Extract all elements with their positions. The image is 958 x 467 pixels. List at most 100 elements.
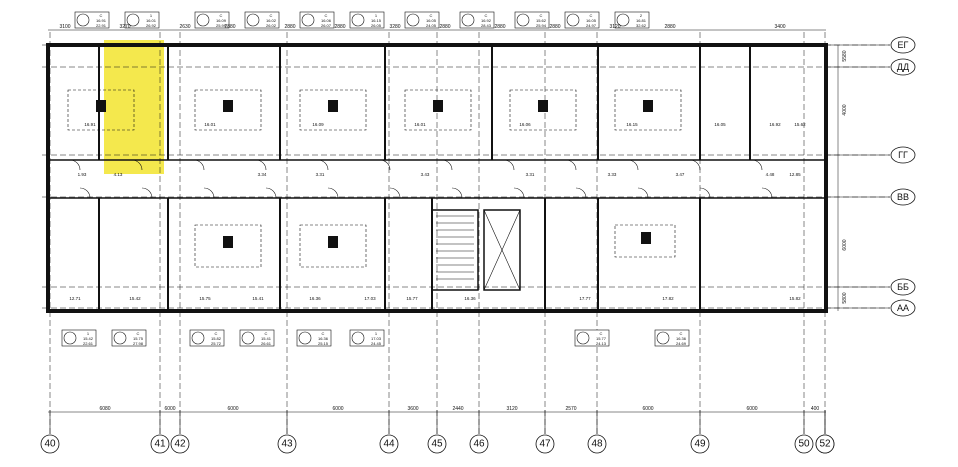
door-swing <box>317 159 329 171</box>
walls <box>46 43 828 313</box>
door-swing <box>503 159 515 171</box>
apartment-tag-text: 16.15 <box>371 18 382 23</box>
apartment-tag-circle <box>63 331 77 345</box>
apartment-tag-text: C <box>430 13 433 18</box>
apartment-tag-circle <box>76 13 90 27</box>
apartment-tag-text: 32.62 <box>636 23 647 28</box>
axis-label: 49 <box>694 439 706 450</box>
apartment-tag <box>349 329 385 347</box>
dimension-top: 2880 <box>664 24 675 30</box>
axis-bubble <box>427 434 447 454</box>
room-area-label: 16.15 <box>626 122 638 127</box>
room-area-label: 15.82 <box>789 296 801 301</box>
room-area-label: 17.03 <box>364 296 376 301</box>
room-area-label: 3.47 <box>676 172 685 177</box>
apartment-tag-text: 15.42 <box>83 336 94 341</box>
door-swing <box>689 159 701 171</box>
axis-bubble <box>469 434 489 454</box>
dimension-bottom: 6000 <box>164 406 175 412</box>
apartment-tag-circle <box>241 331 255 345</box>
apartment-tag-text: 15.41 <box>261 336 272 341</box>
door-swing <box>627 159 639 171</box>
apartment-tag-circle <box>566 13 580 27</box>
apartment-tag <box>614 11 650 29</box>
apartment-tag-text: 26.05 <box>371 23 382 28</box>
apartment-tag-circle <box>406 13 420 27</box>
apartment-tag-text: C <box>322 331 325 336</box>
apartment-tag-text: C <box>265 331 268 336</box>
door-swing <box>79 187 91 199</box>
axis-label: 42 <box>174 439 186 450</box>
axis-bubble <box>794 434 814 454</box>
door-swing <box>637 187 649 199</box>
apartment-tag-circle <box>126 13 140 27</box>
apartment-tag-text: C <box>325 13 328 18</box>
dimension-top: 3270 <box>119 24 130 30</box>
apartment-tag-text: 16.02 <box>266 18 277 23</box>
dimension-top: 2880 <box>439 24 450 30</box>
room-area-label: 3.34 <box>258 172 267 177</box>
row-bubble <box>890 146 916 164</box>
column <box>223 100 233 112</box>
apartment-tag-text: 15.62 <box>536 18 547 23</box>
room-area-label: 4.13 <box>114 172 123 177</box>
apartment-tag-text: 16.81 <box>636 18 647 23</box>
apartment-tag-circle <box>298 331 312 345</box>
apartment-tag-text: 16.06 <box>321 18 332 23</box>
apartment-tag-circle <box>351 13 365 27</box>
apartment-tag-text: 24.13 <box>596 341 607 346</box>
axis-label: 43 <box>281 439 293 450</box>
apartment-tag-text: 22.61 <box>83 341 94 346</box>
apartment-tag-circle <box>351 331 365 345</box>
door-swing <box>69 159 81 171</box>
room-area-label: 12.71 <box>69 296 81 301</box>
column <box>328 100 338 112</box>
column <box>223 236 233 248</box>
apartment-tag-text: 1 <box>150 13 153 18</box>
apartment-tag-text: 1 <box>87 331 90 336</box>
axis-bubble <box>690 434 710 454</box>
row-bubble <box>890 36 916 54</box>
apartment-tag-text: C <box>680 331 683 336</box>
room-area-label: 15.75 <box>199 296 211 301</box>
axis-bubble <box>170 434 190 454</box>
room-area-label: 16.36 <box>309 296 321 301</box>
apartment-tag-text: 25.94 <box>536 23 547 28</box>
apartment-tag-text: 17.03 <box>371 336 382 341</box>
apartment-tag-text: 26.61 <box>261 341 272 346</box>
apartment-tag-text: 28.43 <box>481 23 492 28</box>
apartment-tag-circle <box>191 331 205 345</box>
room-area-label: 1.93 <box>78 172 87 177</box>
axis-bubble <box>277 434 297 454</box>
axis-label: 40 <box>44 439 56 450</box>
room-area-label: 4.48 <box>766 172 775 177</box>
dimension-bottom: 6000 <box>746 406 757 412</box>
room-area-label: 15.41 <box>252 296 264 301</box>
room-area-label: 16.09 <box>312 122 324 127</box>
dimension-top: 2630 <box>179 24 190 30</box>
dimension-bottom: 6000 <box>642 406 653 412</box>
apartment-tag-text: 16.05 <box>586 18 597 23</box>
dimension-top: 2880 <box>494 24 505 30</box>
apartment-tag-text: 27.98 <box>133 341 144 346</box>
room-area-label: 16.91 <box>84 122 96 127</box>
row-bubble <box>890 278 916 296</box>
apartment-tag <box>61 329 97 347</box>
row-label: ДД <box>897 62 909 72</box>
apartment-tag-text: 1 <box>375 13 378 18</box>
apartment-tag-circle <box>196 13 210 27</box>
dimension-bottom: 6000 <box>332 406 343 412</box>
apartment-tag <box>404 11 440 29</box>
apartment-tag-text: C <box>485 13 488 18</box>
room-area-label: 16.05 <box>714 122 726 127</box>
stair-core <box>431 209 479 291</box>
apartment-tag <box>189 329 225 347</box>
axis-bubble <box>535 434 555 454</box>
apartment-tag-text: 25.72 <box>211 341 222 346</box>
apartment-tag-text: 25.99 <box>216 23 227 28</box>
row-label: ЕГ <box>898 40 909 50</box>
door-swing <box>203 187 215 199</box>
axis-label: 48 <box>591 439 603 450</box>
room-outline <box>299 89 367 131</box>
apartment-tag-circle <box>576 331 590 345</box>
